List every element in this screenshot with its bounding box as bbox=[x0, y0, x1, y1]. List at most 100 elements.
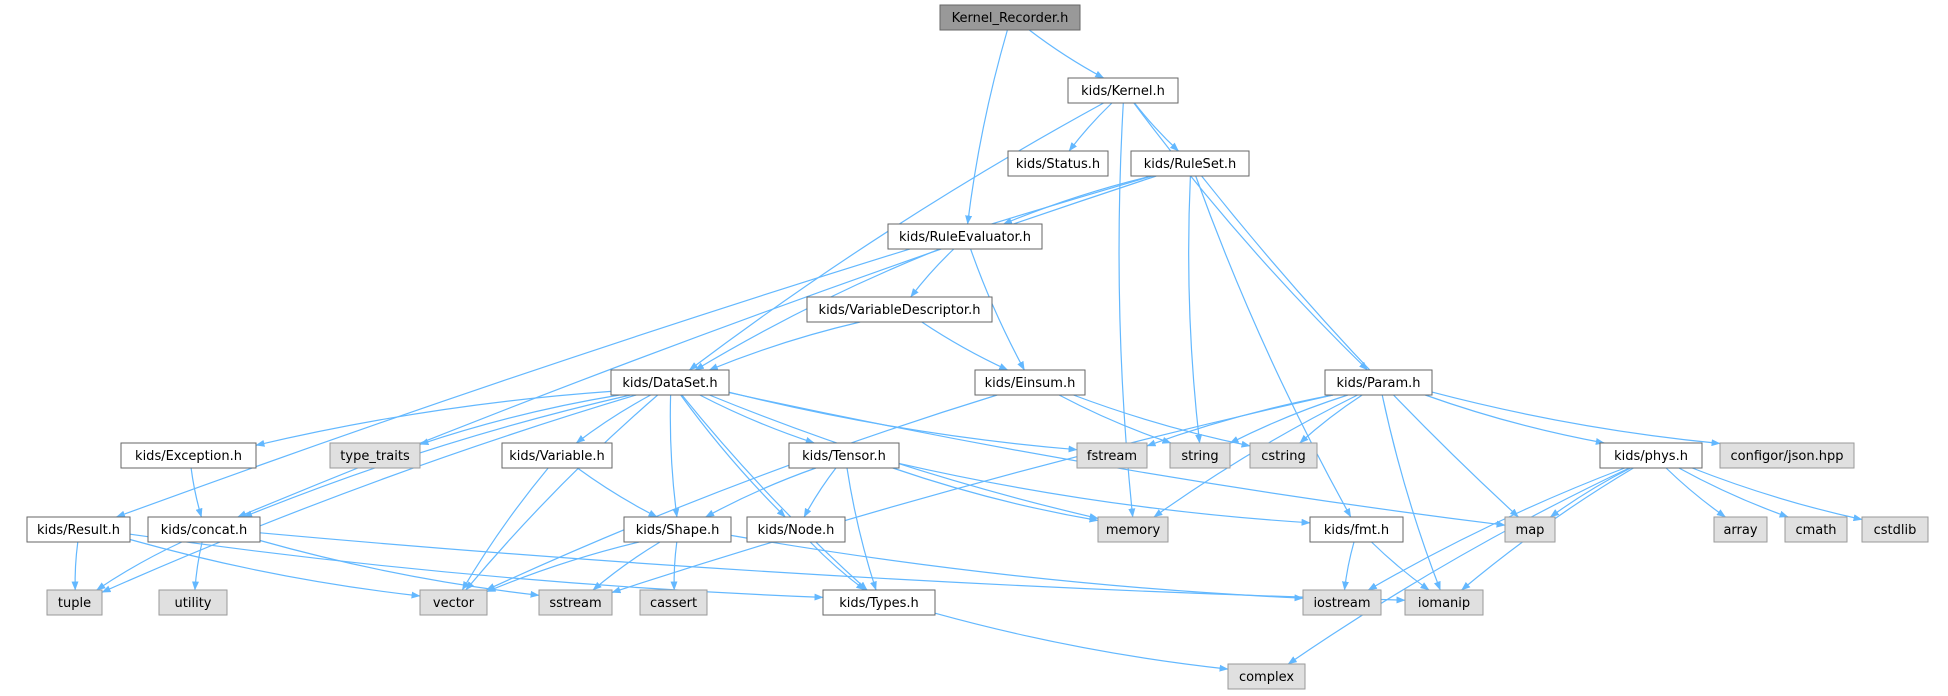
node-types[interactable]: kids/Types.h bbox=[822, 589, 936, 616]
node-label-type_traits: type_traits bbox=[340, 449, 410, 464]
node-param[interactable]: kids/Param.h bbox=[1324, 369, 1433, 396]
edge-einsum-to-string bbox=[1058, 394, 1172, 444]
node-label-kernel: kids/Kernel.h bbox=[1081, 84, 1165, 99]
node-label-cstring: cstring bbox=[1261, 449, 1305, 464]
node-box-map bbox=[1504, 516, 1556, 543]
node-ruleset[interactable]: kids/RuleSet.h bbox=[1130, 150, 1250, 177]
edge-phys-to-complex bbox=[1287, 467, 1630, 665]
edge-dataset-to-variable bbox=[575, 394, 651, 444]
node-box-vector bbox=[419, 589, 488, 616]
node-label-dataset: kids/DataSet.h bbox=[622, 376, 717, 391]
edge-kernel-to-status bbox=[1068, 102, 1113, 152]
edge-ruleevaluator-to-einsum bbox=[970, 248, 1025, 371]
edge-result-to-vector bbox=[129, 538, 421, 599]
node-dataset[interactable]: kids/DataSet.h bbox=[610, 369, 730, 396]
edge-shape-to-iostream bbox=[730, 534, 1304, 602]
node-label-kernel_recorder: Kernel_Recorder.h bbox=[952, 11, 1069, 26]
node-cassert: cassert bbox=[639, 589, 708, 616]
edge-concat-to-sstream bbox=[259, 539, 540, 598]
node-node[interactable]: kids/Node.h bbox=[746, 516, 846, 543]
node-box-concat bbox=[147, 516, 261, 543]
edge-variabledescriptor-to-einsum bbox=[921, 321, 1009, 371]
node-box-tuple bbox=[46, 589, 103, 616]
edge-ruleset-to-string bbox=[1188, 175, 1203, 444]
edge-param-to-phys bbox=[1424, 394, 1605, 445]
edge-kernel-to-param bbox=[1133, 102, 1369, 371]
node-label-fstream: fstream bbox=[1087, 449, 1137, 464]
node-variabledescriptor[interactable]: kids/VariableDescriptor.h bbox=[806, 296, 993, 323]
edge-exception-to-concat bbox=[190, 467, 203, 518]
node-label-tensor: kids/Tensor.h bbox=[802, 449, 886, 464]
node-tensor[interactable]: kids/Tensor.h bbox=[788, 442, 900, 469]
node-label-exception: kids/Exception.h bbox=[135, 449, 242, 464]
node-kernel[interactable]: kids/Kernel.h bbox=[1067, 77, 1179, 104]
edge-concat-to-utility bbox=[192, 541, 203, 591]
node-memory: memory bbox=[1097, 516, 1169, 543]
edge-dataset-to-tuple bbox=[101, 394, 637, 593]
edge-kernel_recorder-to-ruleevaluator bbox=[965, 29, 1008, 225]
edge-dataset-to-shape bbox=[669, 394, 680, 518]
edge-concat-to-tuple bbox=[96, 541, 183, 591]
node-variable[interactable]: kids/Variable.h bbox=[501, 442, 613, 469]
node-label-phys: kids/phys.h bbox=[1614, 449, 1688, 464]
node-box-cassert bbox=[639, 589, 708, 616]
node-box-cmath bbox=[1784, 516, 1848, 543]
node-label-concat: kids/concat.h bbox=[161, 523, 247, 538]
node-label-result: kids/Result.h bbox=[37, 523, 120, 538]
edge-einsum-to-vector bbox=[485, 394, 998, 591]
node-box-exception bbox=[120, 442, 257, 469]
node-box-cstring bbox=[1249, 442, 1318, 469]
edge-ruleset-to-result bbox=[116, 175, 1153, 518]
edge-tensor-to-memory bbox=[892, 467, 1099, 523]
node-concat[interactable]: kids/concat.h bbox=[147, 516, 261, 543]
edge-param-to-cstring bbox=[1299, 394, 1363, 444]
node-array: array bbox=[1713, 516, 1768, 543]
node-box-result bbox=[26, 516, 131, 543]
edge-shape-to-vector bbox=[486, 541, 640, 593]
node-label-ruleset: kids/RuleSet.h bbox=[1144, 157, 1237, 172]
node-cstring: cstring bbox=[1249, 442, 1318, 469]
node-box-cstdlib bbox=[1861, 516, 1929, 543]
edge-param-to-configor bbox=[1431, 391, 1721, 447]
edge-shape-to-cassert bbox=[670, 541, 678, 591]
edge-result-to-tuple bbox=[71, 541, 79, 591]
edge-dataset-to-concat bbox=[243, 394, 631, 518]
node-einsum[interactable]: kids/Einsum.h bbox=[974, 369, 1086, 396]
node-phys[interactable]: kids/phys.h bbox=[1599, 442, 1703, 469]
node-result[interactable]: kids/Result.h bbox=[26, 516, 131, 543]
node-fstream: fstream bbox=[1076, 442, 1148, 469]
edge-types-to-complex bbox=[934, 612, 1229, 672]
node-box-status bbox=[1007, 150, 1109, 177]
node-string: string bbox=[1169, 442, 1231, 469]
node-label-sstream: sstream bbox=[549, 596, 601, 611]
node-box-sstream bbox=[538, 589, 613, 616]
node-kernel_recorder: Kernel_Recorder.h bbox=[939, 4, 1081, 31]
edge-ruleset-to-ruleevaluator bbox=[1003, 175, 1152, 225]
edge-phys-to-iostream bbox=[1367, 467, 1625, 591]
edge-tensor-to-shape bbox=[705, 467, 817, 518]
edge-fmt-to-iomanip bbox=[1371, 541, 1430, 591]
node-sstream: sstream bbox=[538, 589, 613, 616]
node-shape[interactable]: kids/Shape.h bbox=[623, 516, 732, 543]
edge-phys-to-map bbox=[1549, 467, 1631, 518]
node-box-types bbox=[822, 589, 936, 616]
edge-param-to-string bbox=[1229, 394, 1349, 444]
node-label-param: kids/Param.h bbox=[1336, 376, 1420, 391]
edge-einsum-to-cstring bbox=[1073, 394, 1251, 448]
node-box-kernel bbox=[1067, 77, 1179, 104]
edge-tensor-to-fmt bbox=[898, 462, 1311, 526]
node-vector: vector bbox=[419, 589, 488, 616]
node-ruleevaluator[interactable]: kids/RuleEvaluator.h bbox=[887, 223, 1043, 250]
edge-ruleset-to-map bbox=[1201, 175, 1519, 518]
node-exception[interactable]: kids/Exception.h bbox=[120, 442, 257, 469]
node-box-fstream bbox=[1076, 442, 1148, 469]
edge-result-to-types bbox=[129, 533, 824, 601]
node-fmt[interactable]: kids/fmt.h bbox=[1309, 516, 1404, 543]
node-box-configor bbox=[1719, 442, 1855, 469]
node-box-node bbox=[746, 516, 846, 543]
edge-kernel-to-ruleset bbox=[1134, 102, 1179, 152]
node-status[interactable]: kids/Status.h bbox=[1007, 150, 1109, 177]
node-label-configor: configor/json.hpp bbox=[1731, 449, 1844, 464]
edge-phys-to-cstdlib bbox=[1691, 467, 1863, 522]
